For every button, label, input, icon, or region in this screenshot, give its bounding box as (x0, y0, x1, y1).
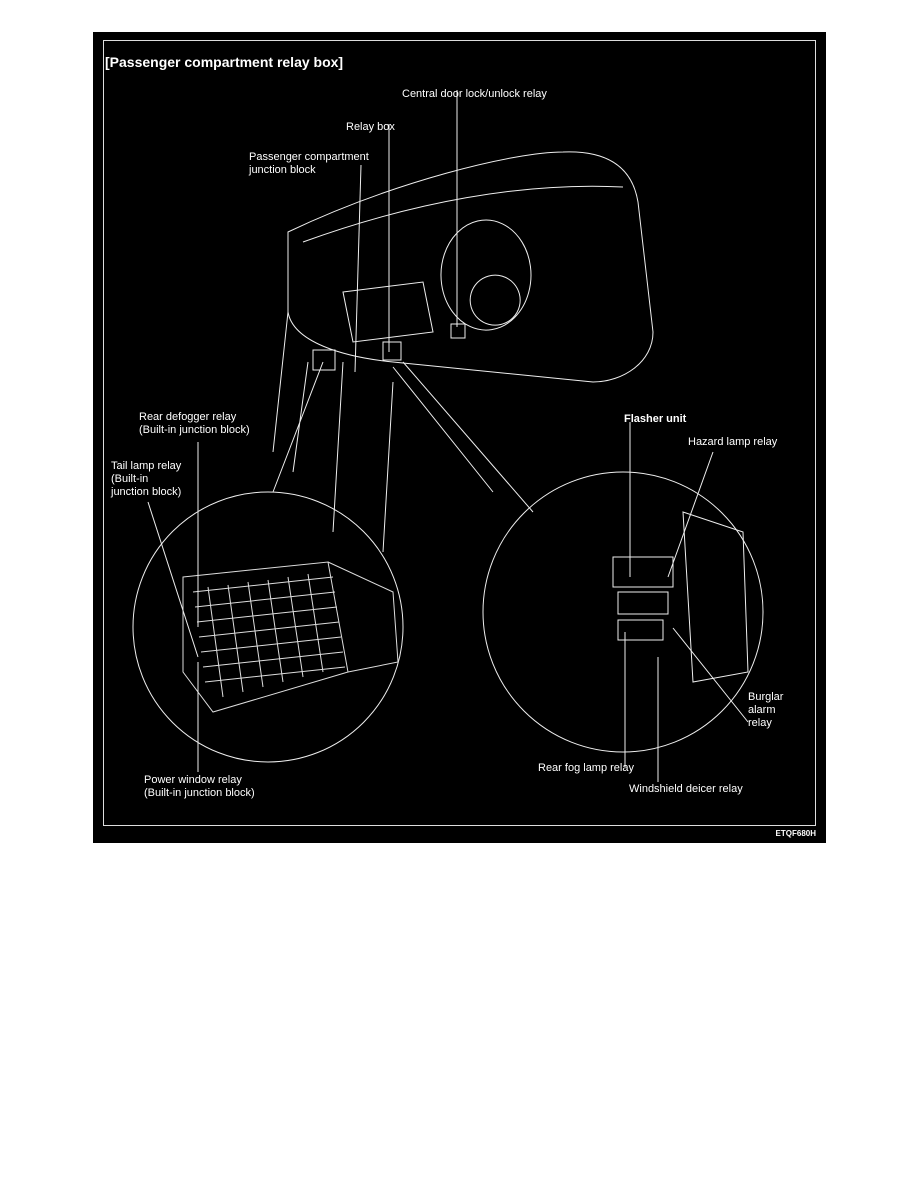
label-relay-box: Relay box (346, 121, 395, 133)
diagram-frame (103, 40, 816, 826)
label-windshield-deicer-relay: Windshield deicer relay (629, 783, 743, 795)
relay-box-diagram: [Passenger compartment relay box] Centra… (93, 32, 826, 843)
label-rear-fog-lamp-relay: Rear fog lamp relay (538, 762, 634, 774)
fuse-block (182, 561, 399, 713)
label-junction-block: Passenger compartment junction block (249, 151, 369, 176)
label-flasher-unit: Flasher unit (624, 413, 687, 425)
relay-cluster (612, 511, 749, 683)
label-central-door-lock-relay: Central door lock/unlock relay (402, 88, 547, 100)
steering-wheel (440, 219, 532, 331)
right-detail-circle (482, 471, 764, 753)
floor-lines (272, 311, 394, 553)
left-detail-circle (132, 491, 404, 763)
dashboard-top (302, 185, 624, 243)
label-burglar-alarm-relay: Burglar alarm relay (748, 691, 784, 729)
label-rear-defogger-relay: Rear defogger relay (Built-in junction b… (139, 411, 250, 436)
diagram-title: [Passenger compartment relay box] (105, 54, 344, 70)
label-tail-lamp-relay: Tail lamp relay (Built-in junction block… (111, 460, 182, 498)
figure-code: ETQF680H (775, 829, 816, 838)
steering-wheel-inner (469, 274, 521, 326)
label-hazard-lamp-relay: Hazard lamp relay (688, 436, 778, 448)
label-power-window-relay: Power window relay (Built-in junction bl… (144, 774, 255, 799)
dashboard-outline (287, 151, 654, 383)
console (342, 281, 434, 343)
diagram-drawing (132, 90, 764, 782)
